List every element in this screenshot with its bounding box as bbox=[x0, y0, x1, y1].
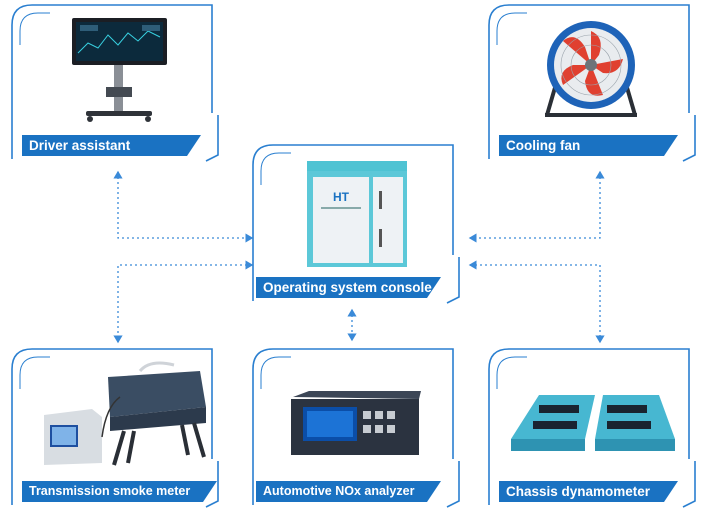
node-cooling-fan: Cooling fan bbox=[487, 3, 697, 162]
card-frame bbox=[11, 4, 219, 162]
node-chassis-dynamometer: Chassis dynamometer bbox=[487, 347, 697, 508]
card-frame bbox=[11, 348, 219, 508]
connector-fan-console bbox=[468, 170, 605, 243]
console-cabinet-icon: HT bbox=[307, 161, 407, 267]
chassis-dynamometer-icon bbox=[511, 395, 675, 451]
card-frame bbox=[488, 348, 696, 508]
node-nox-analyzer: Automotive NOx analyzer bbox=[251, 347, 461, 508]
node-smoke-meter: Transmission smoke meter bbox=[10, 347, 220, 508]
connector-console-smoke bbox=[113, 260, 254, 344]
connector-console-dyno bbox=[468, 260, 605, 344]
fan-icon bbox=[545, 21, 637, 117]
monitor-on-stand-icon bbox=[72, 18, 167, 122]
nox-analyzer-icon bbox=[291, 391, 421, 455]
console-logo: HT bbox=[333, 190, 350, 204]
label-nox-analyzer: Automotive NOx analyzer bbox=[256, 481, 441, 502]
node-driver-assistant: Driver assistant bbox=[10, 3, 220, 162]
label-chassis-dynamometer: Chassis dynamometer bbox=[499, 481, 678, 502]
card-frame bbox=[252, 348, 460, 508]
node-operating-console: HT Operating system console bbox=[251, 143, 461, 304]
connector-driver-console bbox=[113, 170, 254, 243]
smoke-meter-icon bbox=[44, 361, 206, 466]
label-smoke-meter: Transmission smoke meter bbox=[22, 481, 217, 502]
label-cooling-fan: Cooling fan bbox=[499, 135, 678, 156]
label-operating-console: Operating system console bbox=[256, 277, 441, 298]
label-driver-assistant: Driver assistant bbox=[22, 135, 201, 156]
card-frame bbox=[252, 144, 460, 304]
card-frame bbox=[488, 4, 696, 162]
